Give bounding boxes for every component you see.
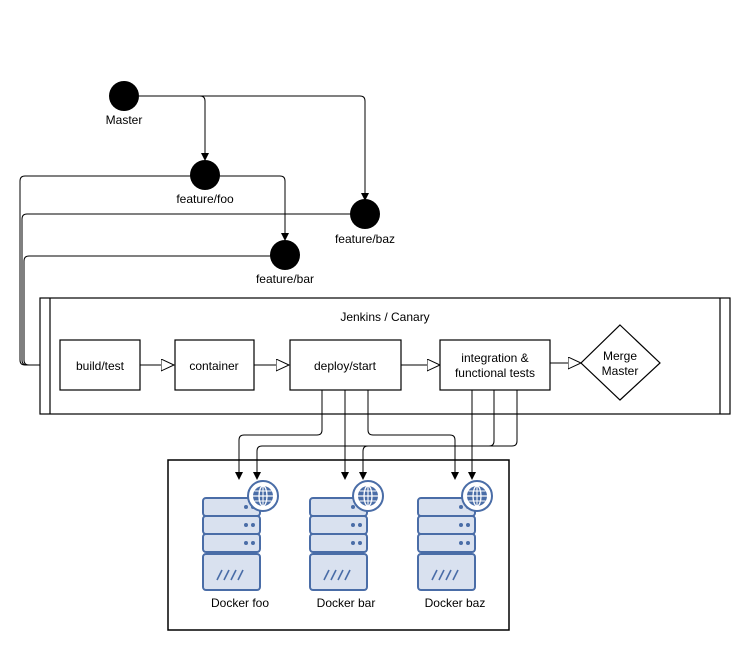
branch-label-master: Master: [106, 113, 143, 127]
server-baz-label: Docker baz: [425, 596, 486, 610]
branch-node-master[interactable]: [109, 81, 139, 111]
edge-baz-build: [21, 213, 365, 369]
edge-test-bar: [359, 390, 495, 480]
globe-icon: [461, 480, 493, 512]
server-edges: [235, 390, 518, 480]
edge-deploy-foo: [235, 390, 323, 480]
server-foo[interactable]: Docker foo: [202, 480, 279, 610]
stage-build-label: build/test: [76, 359, 125, 373]
stage-integration-label-1: integration &: [461, 351, 528, 365]
edge-master-baz: [139, 95, 369, 201]
docker-servers: Docker foo: [202, 480, 493, 610]
server-bar[interactable]: Docker bar: [309, 480, 384, 610]
edge-master-foo: [139, 95, 209, 161]
stage-integration-label-2: functional tests: [455, 366, 535, 380]
docker-host-frame: [167, 459, 510, 631]
stage-container[interactable]: container: [174, 339, 255, 391]
pool-title: Jenkins / Canary: [340, 310, 429, 324]
stage-container-label: container: [189, 359, 238, 373]
pipeline-stages: build/test container deploy/start integr…: [59, 324, 661, 401]
edge-foo-bar: [205, 175, 289, 241]
stage-build[interactable]: build/test: [59, 339, 141, 391]
branch-node-bar[interactable]: [270, 240, 300, 270]
stage-deploy[interactable]: deploy/start: [289, 339, 402, 391]
server-baz[interactable]: Docker baz: [417, 480, 493, 610]
server-icon: [309, 497, 368, 591]
branch-edges: [19, 95, 369, 369]
stage-edges: [140, 363, 581, 365]
globe-icon: [247, 480, 279, 512]
server-icon: [202, 497, 261, 591]
branch-nodes: Master feature/foo feature/baz feature/b…: [106, 81, 395, 286]
edge-deploy-baz: [367, 390, 459, 480]
server-icon: [417, 497, 476, 591]
stage-integration[interactable]: integration & functional tests: [439, 339, 551, 391]
branch-node-foo[interactable]: [190, 160, 220, 190]
globe-icon: [352, 480, 384, 512]
server-bar-label: Docker bar: [317, 596, 376, 610]
merge-decision[interactable]: Merge Master: [580, 324, 661, 401]
edge-bar-build: [23, 255, 285, 369]
merge-label-1: Merge: [603, 349, 637, 363]
branch-label-foo: feature/foo: [176, 192, 234, 206]
branch-label-bar: feature/bar: [256, 272, 314, 286]
server-foo-label: Docker foo: [211, 596, 269, 610]
merge-label-2: Master: [602, 364, 639, 378]
branch-node-baz[interactable]: [350, 199, 380, 229]
branch-label-baz: feature/baz: [335, 232, 395, 246]
stage-deploy-label: deploy/start: [314, 359, 377, 373]
edge-foo-build: [19, 175, 205, 369]
